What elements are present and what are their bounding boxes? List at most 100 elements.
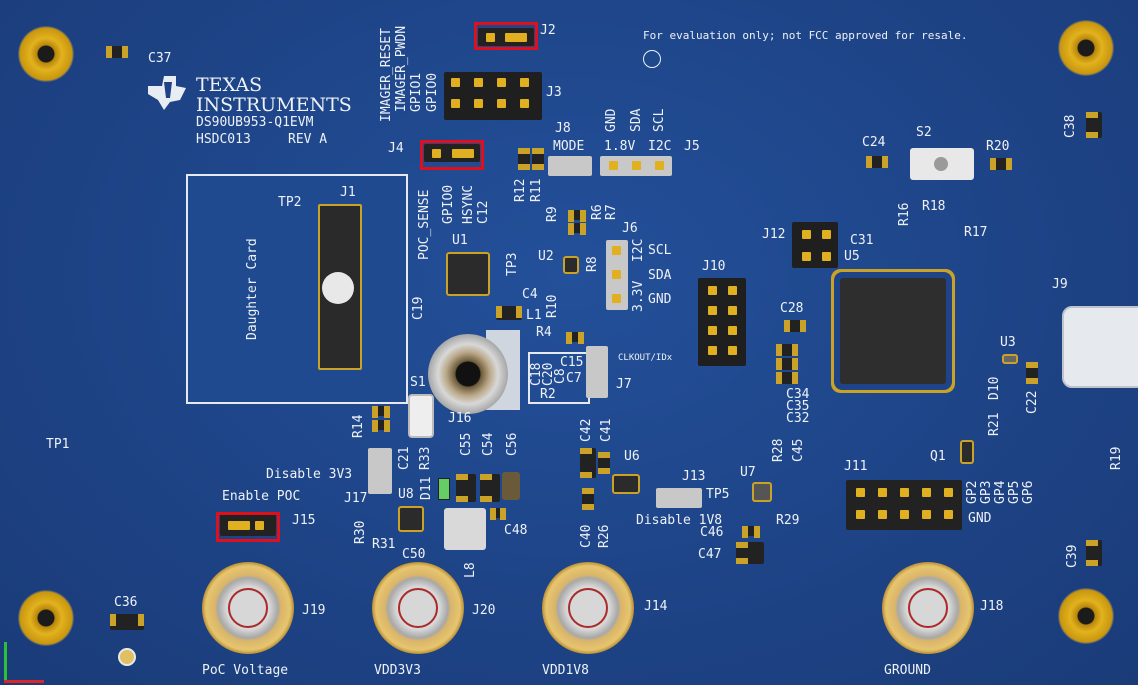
label-gp5: GP5: [1007, 480, 1022, 504]
label-c55: C55: [459, 432, 474, 456]
label-j12: J12: [762, 227, 786, 242]
label-poc-sense: POC_SENSE: [417, 189, 432, 260]
label-mode: MODE: [553, 139, 585, 154]
capacitor-c48: [490, 508, 506, 520]
label-tp3: TP3: [505, 252, 520, 276]
label-j17: J17: [344, 491, 368, 506]
label-r30: R30: [353, 520, 368, 544]
label-d11: D11: [419, 476, 434, 500]
label-c35: C35: [786, 399, 810, 414]
label-3v3: 3.3V: [631, 280, 646, 312]
label-r10: R10: [545, 294, 560, 318]
label-j16: J16: [448, 411, 472, 426]
label-gpio1: GPIO1: [409, 72, 424, 112]
label-r7: R7: [604, 204, 619, 220]
test-point: [118, 648, 136, 666]
label-j2: J2: [540, 23, 556, 38]
axis-y-indicator: [4, 642, 7, 682]
mounting-hole: [18, 26, 74, 82]
label-c15: C15: [560, 355, 584, 370]
label-c7: C7: [566, 371, 582, 386]
label-i2c-j6: I2C: [631, 238, 646, 262]
label-c31: C31: [850, 233, 874, 248]
header-j8[interactable]: [548, 156, 592, 176]
label-1v8: 1.8V: [604, 139, 636, 154]
resistor-r7: [568, 223, 586, 235]
label-r26: R26: [597, 524, 612, 548]
label-tp1: TP1: [46, 437, 70, 452]
capacitor-c55: [456, 474, 476, 502]
header-j13[interactable]: [656, 488, 702, 508]
label-c28: C28: [780, 301, 804, 316]
capacitor-c35: [776, 358, 798, 370]
banana-jack-j18[interactable]: [882, 562, 974, 654]
label-r11: R11: [529, 178, 544, 202]
capacitor-c42: [580, 448, 596, 478]
label-s2: S2: [916, 125, 932, 140]
ic-u8: [398, 506, 424, 532]
label-j11: J11: [844, 459, 868, 474]
label-scl-j6: SCL: [648, 243, 672, 258]
label-r31: R31: [372, 537, 396, 552]
label-daughter-card: Daughter Card: [245, 238, 260, 340]
board-name: DS90UB953-Q1EVM: [196, 115, 314, 130]
label-j5: J5: [684, 139, 700, 154]
label-u3: U3: [1000, 335, 1016, 350]
capacitor-c38: [1086, 112, 1102, 138]
label-r2: R2: [540, 387, 556, 402]
label-j9: J9: [1052, 277, 1068, 292]
label-disable-3v3: Disable 3V3: [266, 467, 353, 482]
resistor-r11: [532, 148, 544, 170]
connector-j1-post: [322, 272, 354, 304]
header-j17[interactable]: [368, 448, 392, 494]
button-s1[interactable]: [408, 394, 434, 438]
label-r29: R29: [776, 513, 800, 528]
label-r12: R12: [513, 178, 528, 202]
label-disable-1v8: Disable 1V8: [636, 513, 723, 528]
label-r14: R14: [351, 414, 366, 438]
label-ground: GROUND: [884, 663, 931, 678]
banana-jack-j19[interactable]: [202, 562, 294, 654]
button-s2-cap: [934, 157, 948, 171]
label-gnd-top: GND: [604, 108, 619, 132]
capacitor-c28: [784, 320, 806, 332]
label-gnd-j11: GND: [968, 511, 992, 526]
label-u5: U5: [844, 249, 860, 264]
label-c32: C32: [786, 411, 810, 426]
label-scl-top: SCL: [652, 108, 667, 132]
ic-u7: [752, 482, 772, 502]
label-hsync: HSYNC: [461, 184, 476, 224]
label-j6: J6: [622, 221, 638, 236]
label-j14: J14: [644, 599, 668, 614]
header-j10[interactable]: [698, 278, 746, 366]
label-r19: R19: [1109, 446, 1124, 470]
part-number: HSDC013: [196, 132, 251, 147]
label-gp2: GP2: [965, 480, 980, 504]
label-r20: R20: [986, 139, 1010, 154]
capacitor-c46: [742, 526, 760, 538]
capacitor-c15: [566, 332, 584, 344]
resistor-r12: [518, 148, 530, 170]
banana-jack-j14[interactable]: [542, 562, 634, 654]
label-r17: R17: [964, 225, 988, 240]
mounting-hole: [18, 590, 74, 646]
label-u7: U7: [740, 465, 756, 480]
label-gnd-j6: GND: [648, 292, 672, 307]
label-c40: C40: [579, 524, 594, 548]
capacitor-c24: [866, 156, 888, 168]
company-line1: TEXAS: [196, 74, 263, 96]
label-c24: C24: [862, 135, 886, 150]
coax-connector-j16[interactable]: [428, 334, 508, 414]
banana-jack-j20[interactable]: [372, 562, 464, 654]
header-j7[interactable]: [586, 346, 608, 398]
label-c41: C41: [599, 418, 614, 442]
fcc-notice: For evaluation only; not FCC approved fo…: [643, 29, 968, 42]
header-j12[interactable]: [792, 222, 838, 268]
resistor-r15: [372, 420, 390, 432]
label-u6: U6: [624, 449, 640, 464]
capacitor-c34: [776, 344, 798, 356]
usb-connector-j9[interactable]: [1062, 306, 1138, 388]
label-r21: R21: [987, 412, 1002, 436]
label-r8: R8: [585, 256, 600, 272]
label-r28: R28: [771, 438, 786, 462]
